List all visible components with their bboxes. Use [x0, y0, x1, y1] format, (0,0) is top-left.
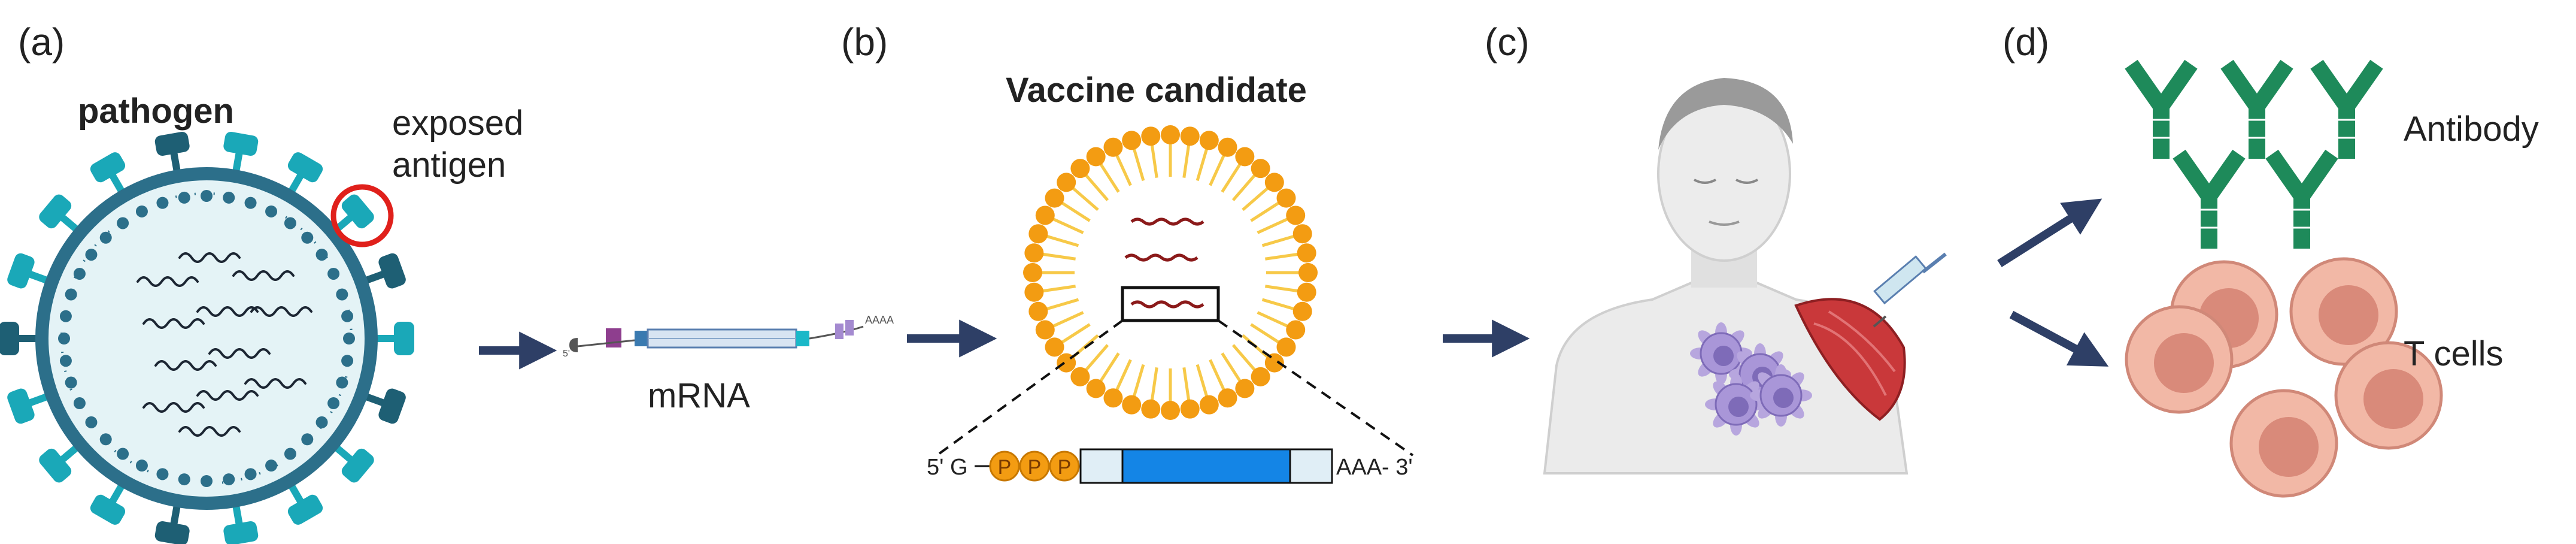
svg-text:P: P: [1058, 456, 1072, 479]
dendritic-cell: [1750, 364, 1812, 427]
antibody-icon: [2265, 149, 2338, 249]
genome-strand: [250, 306, 312, 317]
deltoid-muscle: [1794, 298, 1906, 421]
panel-d-letter: (d): [2002, 20, 2049, 64]
callout-exposed: exposed: [392, 104, 523, 143]
mrna-construct: 5' G P P P AAA- 3': [927, 448, 1413, 484]
panel-a-letter: (a): [18, 20, 65, 64]
genome-strand: [196, 306, 259, 317]
t-cell-icon: [2125, 305, 2234, 414]
antibody-icon: [2125, 59, 2198, 159]
t-cells-label: T cells: [2404, 334, 2504, 373]
immune-cells-cluster: [1690, 322, 1812, 436]
mrna-zoom-box: [1121, 286, 1220, 322]
svg-text:AAAA: AAAA: [865, 314, 894, 326]
t-cell-icon: [2334, 341, 2443, 450]
antibody-icon: [2220, 59, 2293, 159]
coding-region: [1121, 448, 1291, 484]
panel-b-letter: (b): [841, 20, 888, 64]
genome-strand: [136, 276, 199, 287]
panel-d: (d) Antibody T cells: [1997, 20, 2539, 498]
t-cell-group: [2125, 257, 2443, 498]
cap-phosphate-2: P: [1019, 451, 1050, 482]
syringe-icon: [1873, 252, 1947, 328]
lipid-nanoparticle-icon: [1023, 125, 1318, 420]
svg-text:P: P: [1028, 456, 1042, 479]
encapsulated-mrna: [1130, 217, 1204, 226]
svg-text:P: P: [998, 456, 1012, 479]
antigen-highlight-ring: [330, 184, 394, 247]
vaccine-candidate-title: Vaccine candidate: [1006, 71, 1307, 110]
genome-strand: [178, 252, 241, 263]
genome-strand: [178, 426, 241, 437]
genome-strand: [142, 402, 205, 413]
panel-b: (b) Vaccine candidate 5' G P P P: [841, 20, 1414, 484]
genome-strand: [142, 318, 205, 329]
encapsulated-mrna: [1130, 300, 1204, 309]
five-utr: [1079, 448, 1124, 484]
pathogen-title: pathogen: [78, 92, 234, 131]
virus-particle-icon: [0, 131, 414, 544]
genome-strand: [232, 270, 295, 281]
callout-antigen: antigen: [392, 146, 506, 185]
arrow-to-tcells: [2009, 310, 2109, 367]
antibody-icon: [2310, 59, 2383, 159]
three-utr: [1289, 448, 1333, 484]
mrna-label: mRNA: [648, 376, 750, 415]
genome-strand: [244, 378, 307, 389]
genome-strand: [196, 390, 259, 401]
panel-c: (c): [1443, 20, 1947, 475]
t-cell-icon: [2289, 257, 2398, 366]
antibody-group: [2125, 59, 2383, 249]
svg-text:5': 5': [563, 349, 570, 359]
arrow-to-antibody: [1997, 198, 2102, 267]
mrna-strand-icon: AAAA 5': [563, 314, 894, 359]
panel-c-letter: (c): [1485, 20, 1530, 64]
cap-phosphate-1: P: [989, 451, 1020, 482]
t-cell-icon: [2229, 389, 2338, 498]
dendritic-cell: [1705, 373, 1767, 436]
panel-a: (a) pathogen exposed antigen AAAA 5': [0, 20, 894, 544]
genome-strand: [208, 348, 271, 359]
zoom-line-left: [936, 319, 1124, 457]
encapsulated-mrna: [1124, 253, 1199, 262]
zoom-line-right: [1217, 319, 1414, 457]
antibody-icon: [2173, 149, 2246, 249]
person-vaccination-icon: [1543, 78, 1947, 475]
antibody-label: Antibody: [2404, 110, 2539, 149]
cap-phosphate-3: P: [1049, 451, 1080, 482]
five-prime-label: 5' G: [927, 455, 968, 480]
genome-strand: [154, 360, 217, 371]
three-prime-label: AAA- 3': [1336, 455, 1413, 480]
